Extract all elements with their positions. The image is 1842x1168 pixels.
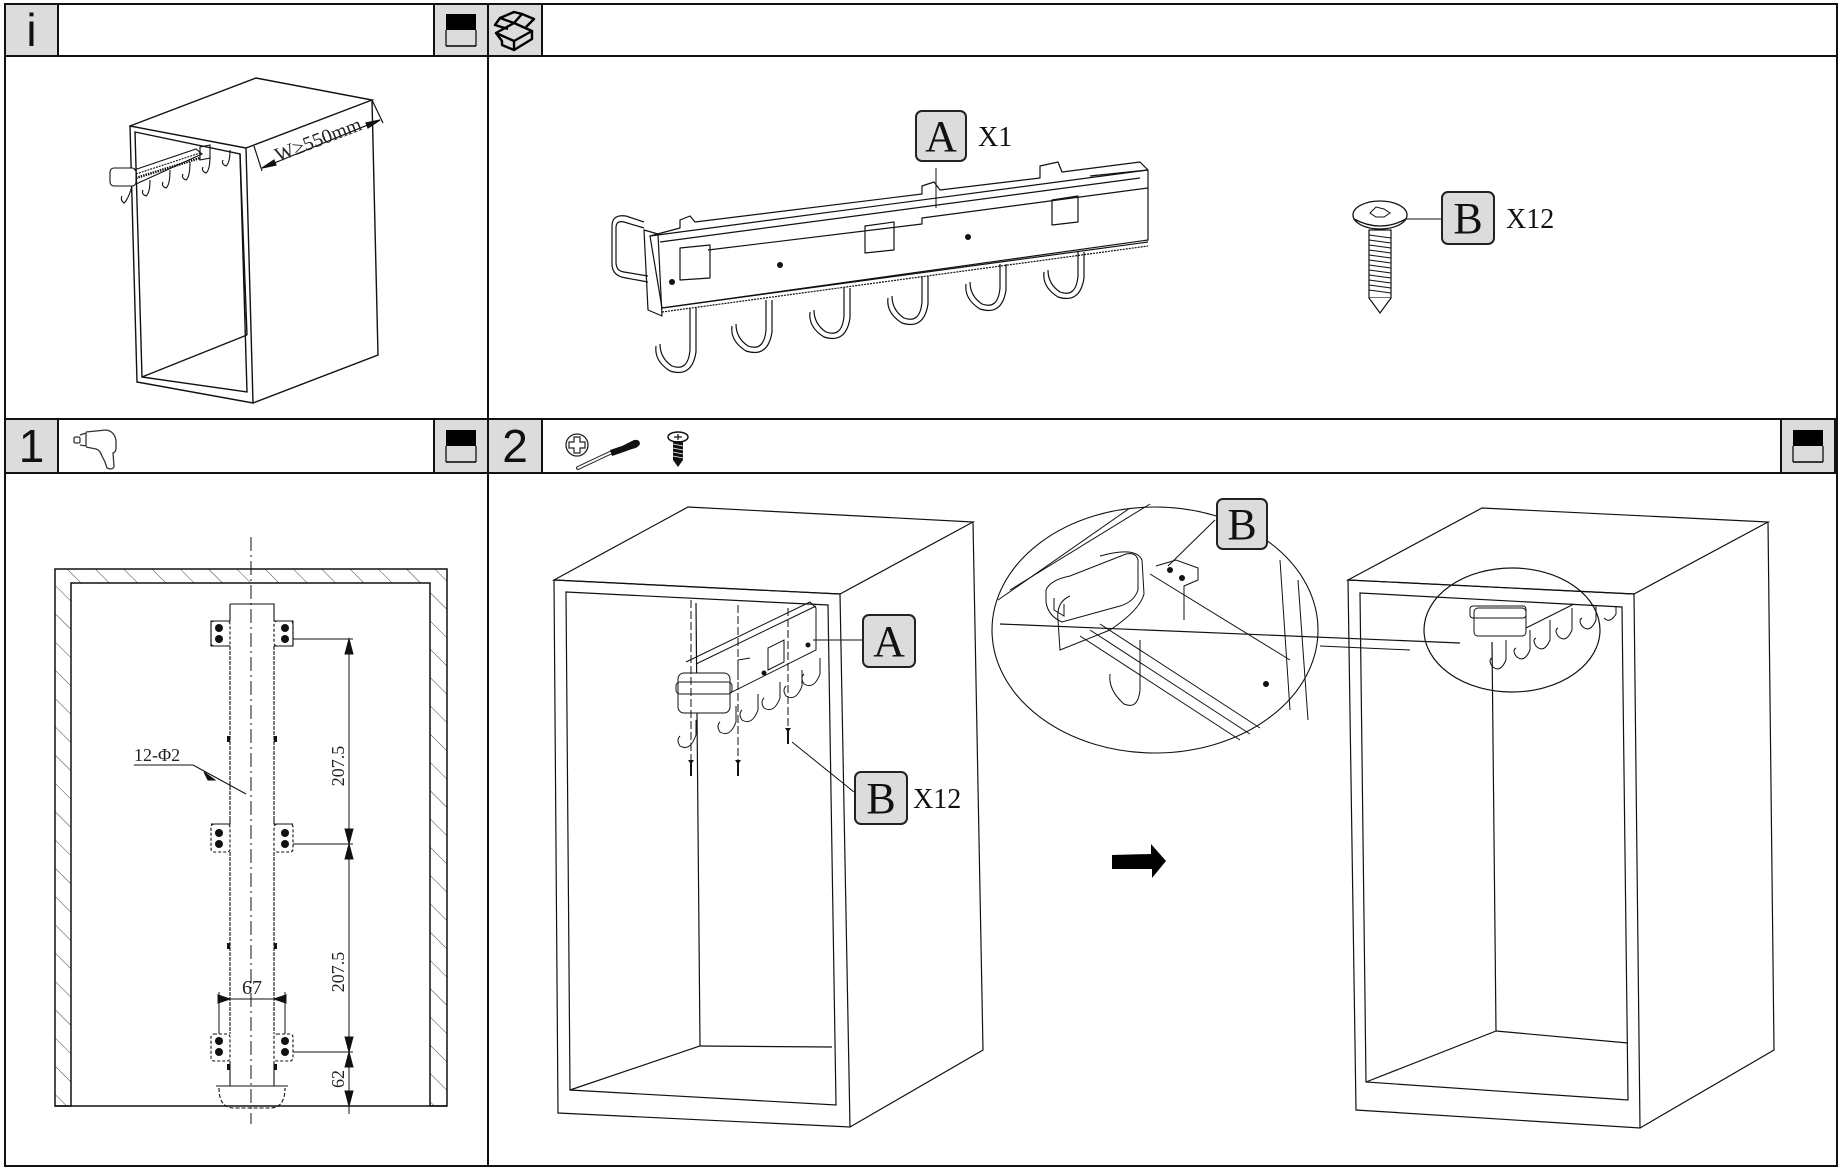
header-row-2-top [4,418,1838,420]
step-2-callout-b-quantity: X12 [913,784,962,815]
step-2-finished-cabinet-illustration [999,507,1775,1129]
info-header-cell: i [6,5,59,55]
page-frame [4,3,1838,1167]
part-b-id: B [1453,193,1483,243]
next-arrow-icon [1112,844,1166,878]
open-box-icon [493,10,536,52]
step-2-callout-b-id: B [866,773,896,823]
dimension-spacing-2: 207.5 [328,952,348,993]
step-2-number-cell: 2 [489,420,543,472]
phillips-head-icon [565,433,589,457]
step-2-cabinet-view-cell [1780,420,1836,472]
screwdriver-icon [576,439,640,470]
part-b-label: B [1441,191,1495,245]
dimension-hole-spec: 12-Φ2 [134,745,180,765]
info-cabinet-illustration: W≥550mm [109,77,384,404]
part-b-quantity: X12 [1506,204,1555,235]
cabinet-view-icon [445,14,477,47]
dimension-hole-width: 67 [242,977,262,999]
info-symbol: i [26,4,37,56]
dimension-bottom-offset: 62 [328,1070,348,1088]
step-2-cabinet-mounting-illustration [551,506,984,1128]
cabinet-view-cell [433,5,489,55]
part-a-quantity: X1 [978,122,1013,153]
dimension-spacing-1: 207.5 [328,746,348,787]
cabinet-view-icon [1792,430,1824,463]
step-2-callout-a: A [862,614,916,668]
step-1-number-cell: 1 [6,420,59,472]
step-2-callout-b: B [854,771,908,825]
step-2-callout-a-id: A [873,616,905,666]
step-1-cabinet-view-cell [433,420,489,472]
part-a-id: A [925,111,957,161]
step-2-detail-zoom-illustration [991,503,1411,754]
part-a-label: A [915,110,967,162]
step-1-number: 1 [18,420,45,472]
step-2-number: 2 [502,420,528,472]
header-row-2-bottom [4,472,1838,474]
step-2-detail-callout-b-id: B [1227,499,1257,549]
step-2-detail-callout-b: B [1216,498,1268,550]
header-row-1-bottom [4,55,1838,57]
step-1-drilling-diagram: 207.5 207.5 62 67 12-Φ2 [54,537,448,1124]
screw-icon [667,431,689,467]
panel-divider [487,3,489,1165]
drill-icon [73,429,117,470]
cabinet-width-label: W≥550mm [272,113,365,166]
box-icon-cell [489,5,543,55]
part-a-hook-rail-illustration [611,161,1149,374]
cabinet-view-icon [445,430,477,463]
